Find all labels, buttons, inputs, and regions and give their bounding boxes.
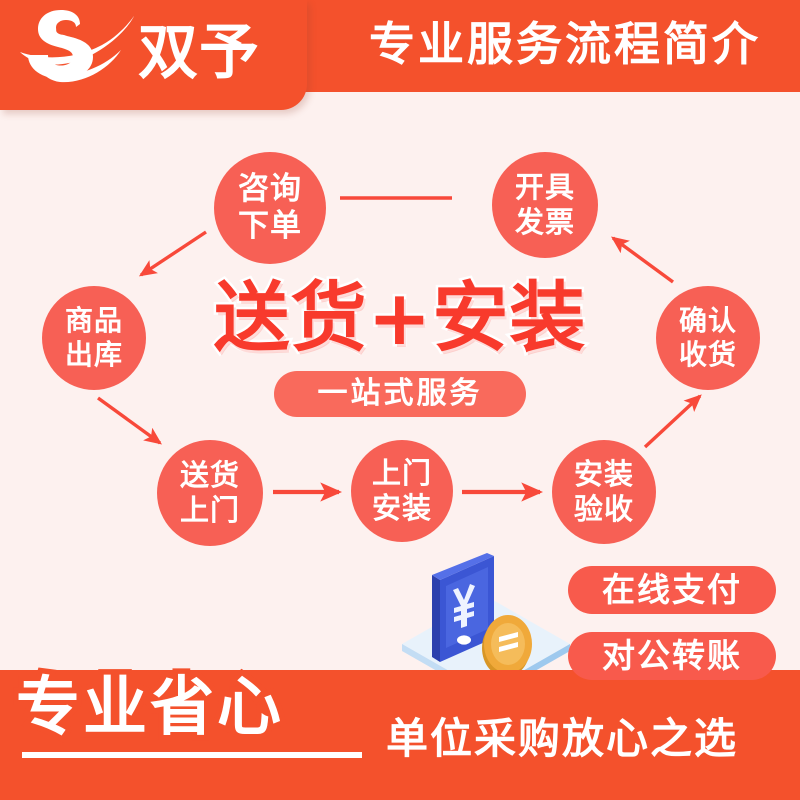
connector-confirm-to-invoice [611,236,675,284]
footer-tagline: 单位采购放心之选 [386,714,739,763]
flow-node-invoice-line2: 发票 [514,205,575,239]
flow-node-delivery[interactable]: 送货 上门 [157,440,263,546]
footer-banner [0,670,800,800]
flow-node-install-line2: 安装 [371,491,432,525]
flow-node-confirm-line2: 收货 [678,338,737,371]
hero-subtitle-pill: 一站式服务 [274,371,526,417]
flow-node-invoice[interactable]: 开具 发票 [492,152,598,258]
brand-name: 双予 [138,18,260,88]
brand-logo: 双予 [18,6,288,102]
header-title: 专业服务流程简介 [369,17,761,71]
mobile-payment-coin-icon [402,553,570,692]
flow-node-delivery-line1: 送货 [179,458,240,492]
flow-node-invoice-line1: 开具 [514,170,575,204]
connector-outbound-to-delivery [97,396,163,445]
footer-headline: 专业省心 [11,666,287,751]
flow-node-accept-line1: 安装 [573,457,634,491]
flow-node-install[interactable]: 上门 安装 [351,440,453,542]
payment-option-online[interactable]: 在线支付 [568,566,776,614]
flow-node-confirm-line1: 确认 [678,304,737,337]
flow-node-consult-line2: 下单 [238,208,302,244]
flow-node-install-line1: 上门 [371,456,432,490]
flow-node-accept[interactable]: 安装 验收 [552,440,656,544]
connector-consult-to-outbound [138,230,207,277]
flow-node-consult[interactable]: 咨询 下单 [214,152,326,264]
flow-node-accept-line2: 验收 [573,492,634,526]
payment-option-transfer[interactable]: 对公转账 [568,632,776,680]
flow-node-outbound-line2: 出库 [64,338,123,371]
flow-node-outbound-line1: 商品 [64,304,123,337]
flow-node-confirm[interactable]: 确认 收货 [656,286,760,390]
swoosh-s-logo-icon [20,10,134,83]
flow-node-outbound[interactable]: 商品 出库 [42,286,146,390]
flow-node-delivery-line2: 上门 [179,493,240,527]
hero-title: 送货+安装 [211,271,588,365]
footer-underline [22,752,362,758]
flow-node-consult-line1: 咨询 [238,171,302,207]
connector-accept-to-confirm [643,394,702,449]
